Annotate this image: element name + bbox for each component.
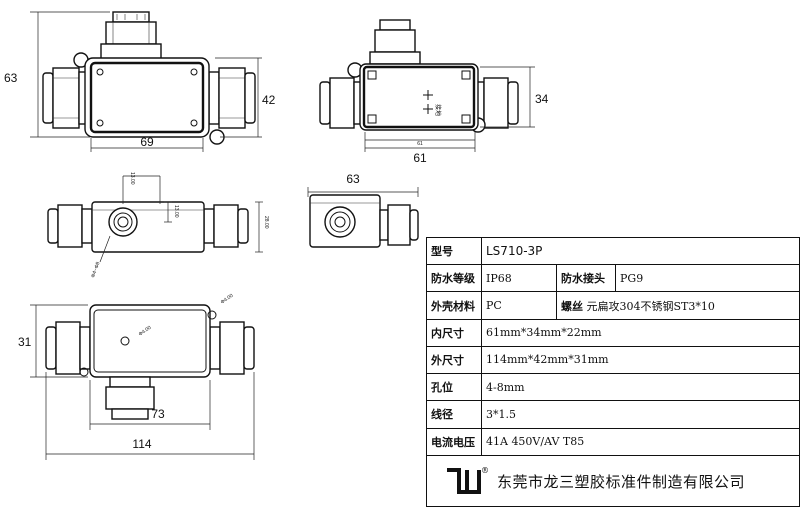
row-current: 电流电压 41A 450V/AV T85 [426, 427, 800, 456]
row-hole: 孔位 4-8mm [426, 373, 800, 402]
label-ip: 防水等级 [426, 264, 482, 293]
label-material: 外壳材料 [426, 291, 482, 320]
dim-label-114: 114 [132, 437, 151, 451]
dim-height-42: 42 [215, 57, 276, 138]
label-current: 电流电压 [426, 427, 482, 456]
side-view: 63 [307, 172, 419, 248]
dim-label-34: 34 [535, 92, 549, 106]
spec-table: 型号 LS710-3P 防水等级 IP68 防水接头 PG9 外壳材料 PC 螺… [426, 236, 800, 507]
terminal-block: 接地 [423, 90, 442, 116]
value-ip: IP68 [481, 264, 557, 293]
row-wire: 线径 3*1.5 [426, 400, 800, 429]
housing-lid [89, 61, 205, 134]
front-view: 13.00 13.00 28.00 Φ4~Φ8 [47, 172, 269, 279]
row-model: 型号 LS710-3P [426, 236, 800, 266]
dim-28: 28.00 [263, 216, 269, 229]
value-wire: 3*1.5 [481, 400, 800, 429]
row-outer: 外尺寸 114mm*42mm*31mm [426, 345, 800, 375]
dim-label-42: 42 [262, 93, 276, 107]
dim-label-63: 63 [4, 71, 18, 85]
dim-label-73: 73 [151, 407, 165, 421]
cable-gland-left-2 [319, 77, 365, 129]
value-inner: 61mm*34mm*22mm [481, 318, 800, 347]
cable-gland-top-2 [369, 19, 421, 65]
row-company: ® 东莞市龙三塑胶标准件制造有限公司 [426, 454, 800, 507]
row-inner: 内尺寸 61mm*34mm*22mm [426, 318, 800, 347]
dim-13-a: 13.00 [129, 172, 135, 185]
dim-label-31: 31 [18, 335, 32, 349]
pcb-label: 接地 [434, 104, 442, 116]
registered-mark: ® [481, 466, 489, 475]
bottom-view: Φ4.00 Φ4.00 31 73 114 [18, 293, 255, 460]
value-gland: PG9 [615, 264, 800, 293]
value-outer: 114mm*42mm*31mm [481, 345, 800, 375]
label-screw: 螺丝 [561, 299, 583, 313]
top-view-closed: 69 63 42 [4, 11, 276, 152]
cable-gland-left [42, 67, 90, 129]
dim-label-61: 61 [413, 151, 427, 165]
company-logo-icon: ® [447, 466, 489, 494]
label-model: 型号 [426, 236, 482, 266]
dim-label-61-small: 61 [417, 141, 423, 147]
cable-gland-right [208, 67, 256, 129]
dim-height-63: 63 [4, 11, 110, 138]
label-outer: 外尺寸 [426, 345, 482, 375]
top-view-open: 接地 61 61 34 [319, 19, 549, 165]
label-wire: 线径 [426, 400, 482, 429]
cable-gland-top [100, 11, 162, 61]
dim-13-b: 13.00 [173, 205, 179, 218]
row-ip: 防水等级 IP68 防水接头 PG9 [426, 264, 800, 293]
dim-width-69: 69 [90, 135, 204, 152]
label-inner: 内尺寸 [426, 318, 482, 347]
dim-diameter: Φ4~Φ8 [90, 261, 101, 279]
gland-face [108, 207, 138, 237]
dim-label-69: 69 [140, 135, 154, 149]
value-current: 41A 450V/AV T85 [481, 427, 800, 456]
hole-label-b: Φ4.00 [220, 293, 235, 306]
value-material: PC [481, 291, 557, 320]
label-hole: 孔位 [426, 373, 482, 402]
value-model: LS710-3P [481, 236, 800, 266]
value-screw: 元扁攻304不锈钢ST3*10 [586, 299, 715, 313]
value-hole: 4-8mm [481, 373, 800, 402]
company-name: 东莞市龙三塑胶标准件制造有限公司 [497, 472, 746, 491]
row-material: 外壳材料 PC 螺丝 元扁攻304不锈钢ST3*10 [426, 291, 800, 320]
label-gland: 防水接头 [556, 264, 616, 293]
dim-label-63-b: 63 [346, 172, 360, 186]
